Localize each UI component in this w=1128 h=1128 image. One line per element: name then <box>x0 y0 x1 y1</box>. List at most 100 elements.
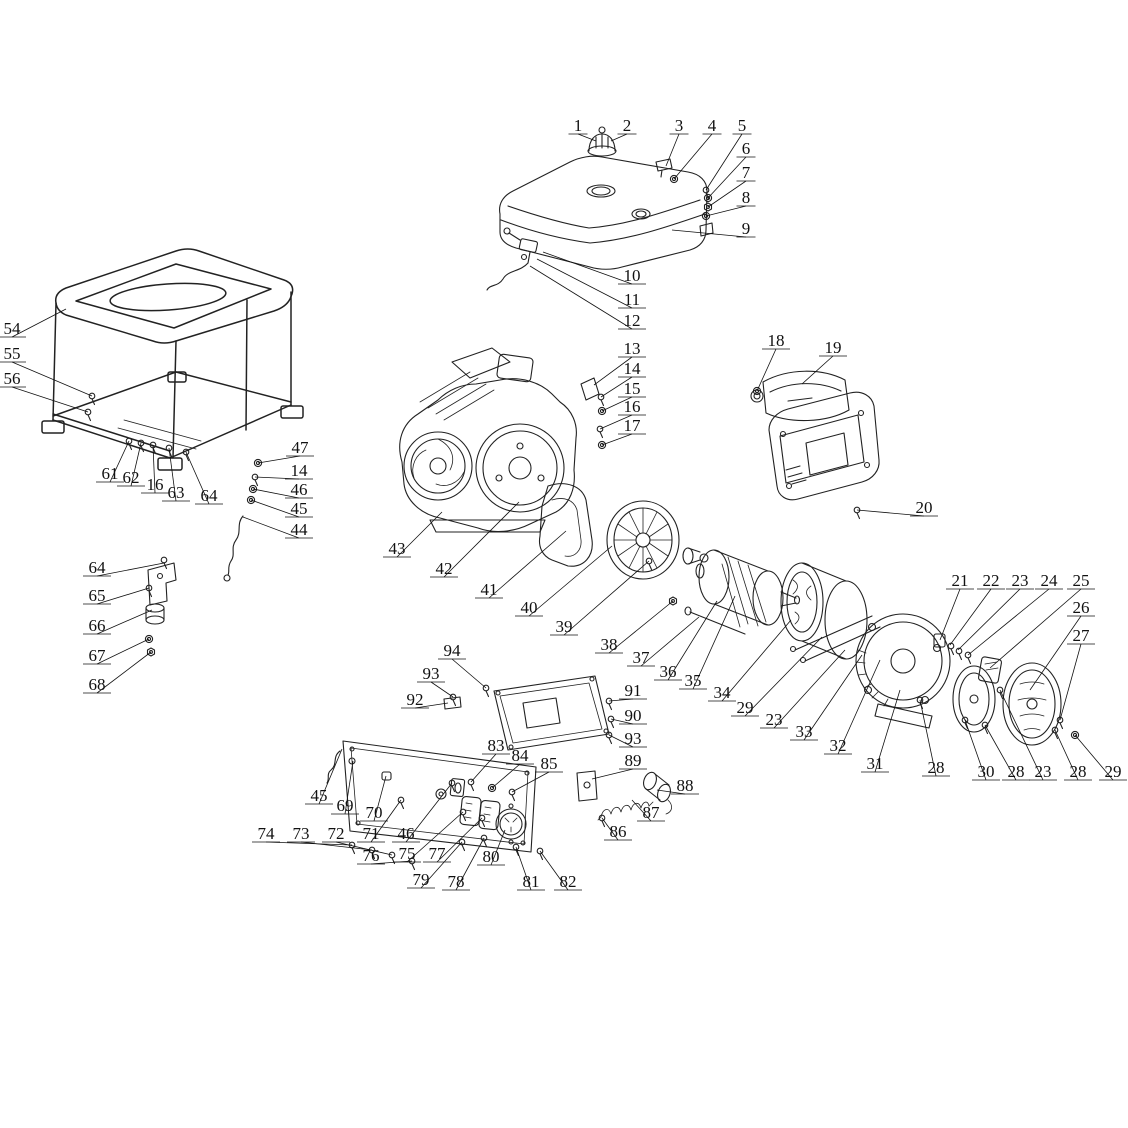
part-number-label: 36 <box>660 662 677 681</box>
part-number-label: 23 <box>1012 571 1029 590</box>
part-number-label: 40 <box>521 598 538 617</box>
part-number-label: 93 <box>625 729 642 748</box>
part-number-label: 26 <box>1073 598 1090 617</box>
part-number-label: 11 <box>624 290 640 309</box>
leader-line <box>470 753 497 783</box>
part-number-label: 81 <box>523 872 540 891</box>
part-number-label: 46 <box>398 824 415 843</box>
fuel-petcock <box>486 227 539 291</box>
callout-77: 77 <box>423 817 483 863</box>
panel-small-parts <box>467 770 672 828</box>
callout-89: 89 <box>591 751 647 780</box>
leader-line <box>490 829 506 866</box>
callout-36: 36 <box>654 600 718 681</box>
callout-16: 16 <box>599 397 646 430</box>
callout-87: 87 <box>631 799 665 822</box>
callout-62: 62 <box>117 442 145 487</box>
leader-line <box>744 636 823 717</box>
leader-line <box>707 156 747 199</box>
part-number-label: 67 <box>89 646 107 665</box>
leader-line <box>591 768 634 780</box>
leader-line <box>837 659 881 755</box>
part-number-label: 44 <box>291 520 309 539</box>
callout-68: 68 <box>83 651 152 694</box>
leader-line <box>318 748 343 805</box>
leader-line <box>109 440 130 483</box>
part-number-label: 14 <box>291 461 309 480</box>
callout-84: 84 <box>491 746 534 789</box>
callout-25: 25 <box>989 571 1095 669</box>
part-number-label: 45 <box>291 499 308 518</box>
part-number-label: 70 <box>366 803 383 822</box>
part-number-label: 91 <box>625 681 642 700</box>
diagram-artwork <box>41 126 1080 871</box>
callout-63: 63 <box>162 447 190 502</box>
leader-line <box>608 734 634 748</box>
part-number-label: 28 <box>1008 762 1025 781</box>
part-number-label: 71 <box>363 824 380 843</box>
leader-line <box>608 600 674 654</box>
part-number-label: 14 <box>624 359 642 378</box>
callout-82: 82 <box>539 850 582 891</box>
leader-line <box>964 719 987 781</box>
callout-23: 23 <box>999 689 1057 781</box>
callout-21: 21 <box>939 571 974 641</box>
part-number-label: 30 <box>978 762 995 781</box>
mount-bracket-small <box>580 377 607 450</box>
leader-line <box>539 850 569 891</box>
part-number-label: 13 <box>624 339 641 358</box>
callout-43: 43 <box>383 511 443 558</box>
part-number-label: 24 <box>1041 571 1059 590</box>
leader-line <box>96 609 153 635</box>
leader-line <box>414 702 449 709</box>
part-number-label: 25 <box>1073 571 1090 590</box>
callout-69: 69 <box>331 760 359 815</box>
control-box-rear <box>443 675 615 751</box>
muffler <box>750 370 880 520</box>
leader-line <box>801 355 834 385</box>
callout-40: 40 <box>515 545 613 617</box>
part-number-label: 47 <box>292 438 310 457</box>
leader-line <box>542 251 633 285</box>
leader-line <box>967 588 1050 656</box>
leader-line <box>528 545 613 617</box>
leader-line <box>640 616 700 667</box>
part-number-label: 92 <box>407 690 424 709</box>
leader-line <box>436 817 483 863</box>
callout-91: 91 <box>608 681 647 702</box>
part-number-label: 32 <box>830 736 847 755</box>
callout-66: 66 <box>83 609 153 635</box>
part-number-label: 23 <box>1035 762 1052 781</box>
callout-71: 71 <box>357 799 402 843</box>
callout-38: 38 <box>595 600 674 654</box>
part-number-label: 80 <box>483 847 500 866</box>
callout-14: 14 <box>254 461 313 480</box>
callout-29: 29 <box>731 636 823 717</box>
callout-70: 70 <box>360 775 388 822</box>
rear-bracket <box>855 613 951 729</box>
rear-shroud <box>538 483 593 567</box>
part-number-label: 84 <box>512 746 530 765</box>
part-number-label: 68 <box>89 675 106 694</box>
part-number-label: 79 <box>413 870 430 889</box>
leader-line <box>957 588 1021 651</box>
callout-2: 2 <box>610 116 637 142</box>
callout-33: 33 <box>790 654 863 741</box>
leader-line <box>707 180 747 208</box>
part-number-label: 6 <box>742 139 751 158</box>
part-number-label: 56 <box>4 369 21 388</box>
part-number-label: 93 <box>423 664 440 683</box>
callout-30: 30 <box>964 719 1000 781</box>
callout-81: 81 <box>515 846 545 891</box>
callout-35: 35 <box>679 595 736 690</box>
callout-65: 65 <box>83 586 150 605</box>
part-number-label: 87 <box>643 803 661 822</box>
fan <box>606 500 709 580</box>
leader-line <box>989 588 1082 669</box>
callout-18: 18 <box>756 331 790 392</box>
leader-line <box>593 356 633 386</box>
part-number-label: 21 <box>952 571 969 590</box>
leader-line <box>705 205 747 217</box>
leader-line <box>667 600 718 681</box>
